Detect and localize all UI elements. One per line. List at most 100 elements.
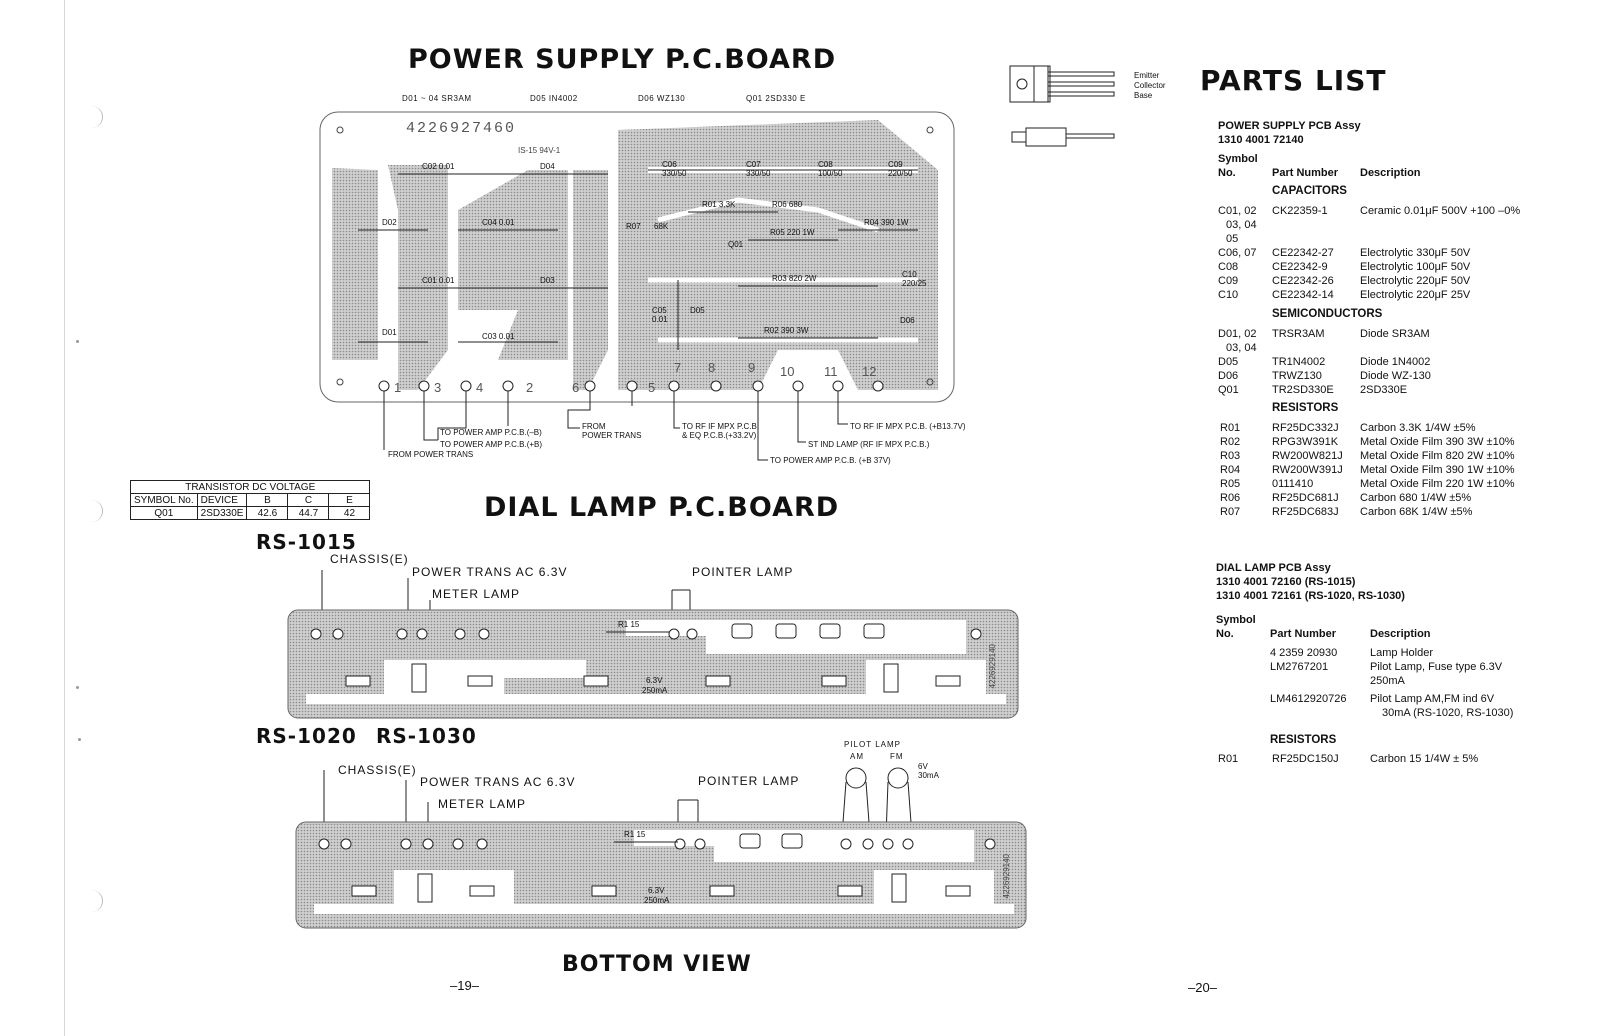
legend-d06: D06 WZ130: [638, 94, 686, 103]
note-from-power-trans-1: FROM POWER TRANS: [388, 450, 474, 459]
scan-speck: [76, 340, 79, 343]
symbol: 03, 04: [1226, 342, 1257, 354]
description: Pilot Lamp, Fuse type 6.3V: [1370, 661, 1503, 673]
terminal-3: 3: [434, 380, 442, 395]
voltage-header-c: C: [287, 493, 330, 507]
symbol: C10: [1218, 289, 1239, 301]
label-r02: R02 390 3W: [764, 326, 809, 335]
terminal-12: 12: [862, 364, 877, 379]
label-c06: C06 330/50: [662, 160, 687, 178]
section-resistors: RESISTORS: [1272, 402, 1339, 414]
label-d01: D01: [382, 328, 397, 337]
description: Carbon 680 1/4W ±5%: [1360, 492, 1472, 504]
part-number: TRWZ130: [1272, 370, 1322, 382]
symbol: R07: [1220, 506, 1241, 518]
legend-d05: D05 IN4002: [530, 94, 578, 103]
part-number: CE22342-27: [1272, 247, 1334, 259]
part-number: CE22342-26: [1272, 275, 1334, 287]
description: 2SD330E: [1360, 384, 1408, 396]
description: 250mA: [1370, 675, 1405, 687]
model-label-rs1020: RS-1020: [256, 724, 357, 748]
col-symbol-b-2: No.: [1216, 628, 1234, 640]
note-neg-b: TO POWER AMP P.C.B.(–B): [440, 428, 542, 437]
pin-label-collector: Collector: [1134, 81, 1166, 90]
description: Diode SR3AM: [1360, 328, 1430, 340]
page-number-left: –19–: [450, 978, 479, 993]
note-rf-if-mpx-a: TO RF IF MPX P.C.B.: [682, 422, 760, 431]
label-r1-rs1020: R1 15: [624, 830, 646, 839]
description: 30mA (RS-1020, RS-1030): [1382, 707, 1514, 719]
label-d04: D04: [540, 162, 555, 171]
description: Electrolytic 100μF 50V: [1360, 261, 1471, 273]
board-code-rs1020: 4226929140: [1002, 854, 1011, 899]
label-c08: C08 100/50: [818, 160, 843, 178]
description: Electrolytic 330μF 50V: [1360, 247, 1471, 259]
terminal-10: 10: [780, 364, 795, 379]
symbol: R01: [1220, 422, 1241, 434]
scan-speck: [78, 738, 81, 741]
label-c07: C07 330/50: [746, 160, 771, 178]
description: Metal Oxide Film 820 2W ±10%: [1360, 450, 1515, 462]
symbol: R02: [1220, 436, 1241, 448]
note-rf-if-mpx-b: & EQ P.C.B.(+33.2V): [682, 431, 757, 440]
col-description: Description: [1360, 167, 1421, 179]
table-row: Q01 2SD330E 42.6 44.7 42: [130, 506, 371, 520]
transistor-voltage-table: TRANSISTOR DC VOLTAGE SYMBOL No. DEVICE …: [129, 480, 371, 520]
label-c02: C02 0.01: [422, 162, 455, 171]
assy-power-supply: POWER SUPPLY PCB Assy: [1218, 120, 1361, 132]
symbol: C01, 02: [1218, 205, 1257, 217]
part-number: CK22359-1: [1272, 205, 1328, 217]
symbol: C09: [1218, 275, 1239, 287]
description: Metal Oxide Film 390 1W ±10%: [1360, 464, 1515, 476]
note-from-power-trans-2a: FROM: [582, 422, 606, 431]
description: Diode 1N4002: [1360, 356, 1431, 368]
label-c09: C09 220/50: [888, 160, 913, 178]
col-symbol-a-2: Symbol: [1216, 614, 1256, 626]
part-number: RF25DC683J: [1272, 506, 1339, 518]
symbol: C06, 07: [1218, 247, 1257, 259]
terminal-8: 8: [708, 360, 716, 375]
description: Ceramic 0.01μF 500V +100 –0%: [1360, 205, 1521, 217]
label-pilot-am: AM: [850, 752, 864, 761]
transistor-package-icon: [1009, 65, 1115, 147]
voltage-cell-b: 42.6: [246, 506, 289, 520]
binder-hole: [82, 106, 103, 128]
note-st-ind: ST IND LAMP (RF IF MPX P.C.B.): [808, 440, 930, 449]
part-number: CE22342-14: [1272, 289, 1334, 301]
label-r05: R05 220 1W: [770, 228, 815, 237]
section-resistors-dial: RESISTORS: [1270, 734, 1337, 746]
label-c05: C05 0.01: [652, 306, 668, 324]
part-number: RF25DC332J: [1272, 422, 1339, 434]
transistor-outline: [1008, 64, 1118, 159]
label-r03: R03 820 2W: [772, 274, 817, 283]
legend-d01-04: D01 ~ 04 SR3AM: [402, 94, 472, 103]
note-from-power-trans-2b: POWER TRANS: [582, 431, 642, 440]
label-c01: C01 0.01: [422, 276, 455, 285]
part-number: 0111410: [1272, 478, 1314, 490]
label-lamp-voltage-rs1015: 6.3V: [646, 676, 663, 685]
voltage-header-b: B: [246, 493, 289, 507]
description: Diode WZ-130: [1360, 370, 1431, 382]
part-number: RPG3W391K: [1272, 436, 1339, 448]
part-number: TRSR3AM: [1272, 328, 1325, 340]
label-c04: C04 0.01: [482, 218, 515, 227]
part-number: TR2SD330E: [1272, 384, 1334, 396]
pin-label-emitter: Emitter: [1134, 71, 1160, 80]
part-number: LM2767201: [1270, 661, 1329, 673]
col-description-2: Description: [1370, 628, 1431, 640]
symbol: D05: [1218, 356, 1239, 368]
label-pilot-current: 30mA: [918, 771, 939, 780]
binder-hole: [82, 890, 103, 912]
symbol: Q01: [1218, 384, 1239, 396]
label-d02: D02: [382, 218, 397, 227]
description: Metal Oxide Film 390 3W ±10%: [1360, 436, 1515, 448]
callout-power-trans-1: POWER TRANS AC 6.3V: [412, 565, 568, 579]
voltage-header-e: E: [328, 493, 371, 507]
description: Carbon 3.3K 1/4W ±5%: [1360, 422, 1476, 434]
section-capacitors: CAPACITORS: [1272, 185, 1347, 197]
note-rf-137: TO RF IF MPX P.C.B. (+B13.7V): [850, 422, 966, 431]
callout-chassis-2: CHASSIS(E): [338, 763, 417, 777]
description: Electrolytic 220μF 50V: [1360, 275, 1471, 287]
part-number: RW200W821J: [1272, 450, 1343, 462]
note-amp-37: TO POWER AMP P.C.B. (+B 37V): [770, 456, 891, 465]
